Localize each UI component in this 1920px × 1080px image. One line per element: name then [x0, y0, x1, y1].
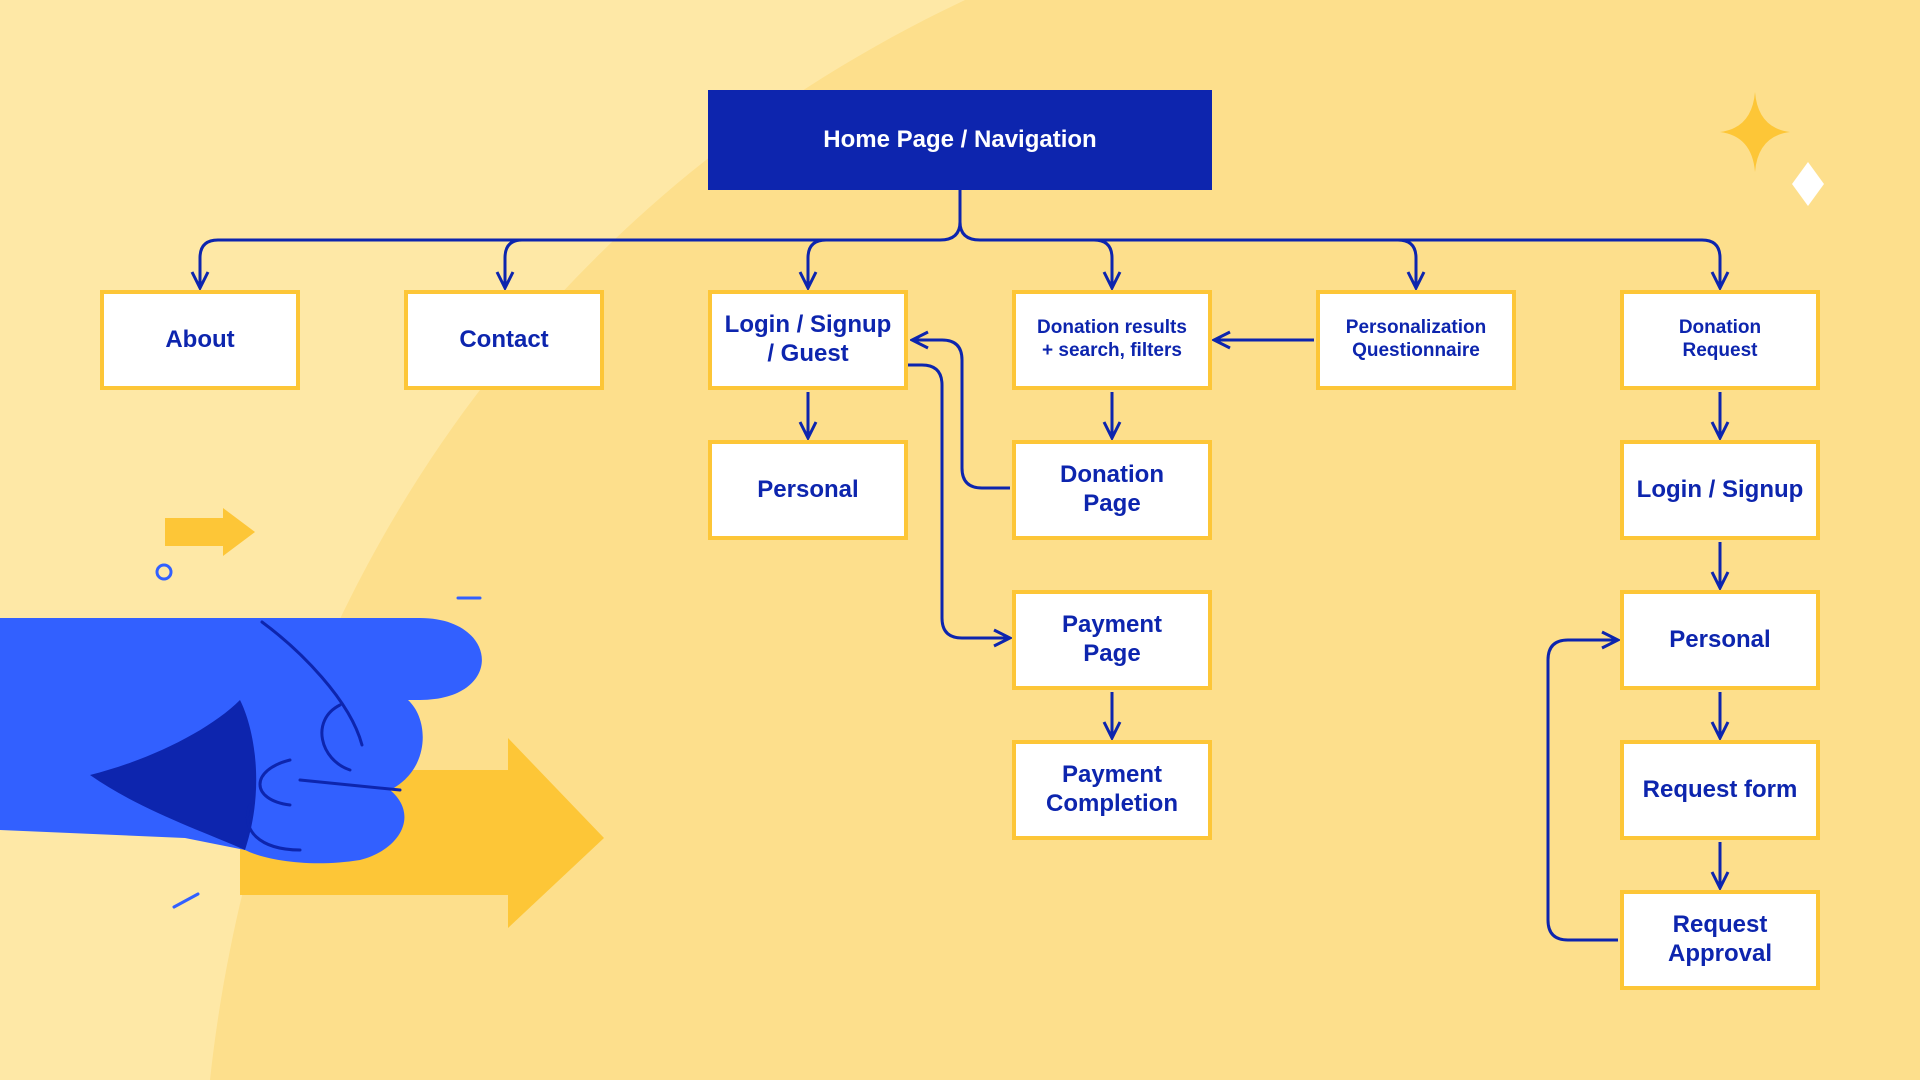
node-label: Login / Signup	[1636, 475, 1804, 503]
personal-request-node: Personal	[1620, 590, 1820, 690]
node-label: Donation results + search, filters	[1037, 317, 1187, 361]
personalization-questionnaire-node: Personalization Questionnaire	[1316, 290, 1516, 390]
node-label: Payment Page	[1061, 611, 1163, 667]
node-label: Request form	[1642, 775, 1798, 803]
donation-page-node: Donation Page	[1012, 440, 1212, 540]
node-label: Donation Page	[1060, 461, 1164, 517]
request-form-node: Request form	[1620, 740, 1820, 840]
personal-node: Personal	[708, 440, 908, 540]
node-label: About	[165, 325, 235, 353]
request-approval-node: Request Approval	[1620, 890, 1820, 990]
login-signup-node: Login / Signup	[1620, 440, 1820, 540]
node-label: Personal	[1669, 625, 1771, 653]
node-label: Request Approval	[1667, 911, 1772, 967]
contact-node: Contact	[404, 290, 604, 390]
arrow-right-icon	[165, 508, 255, 556]
sparkle-star-icon	[1720, 92, 1790, 172]
payment-page-node: Payment Page	[1012, 590, 1212, 690]
node-label: Personal	[757, 475, 859, 503]
login-signup-guest-node: Login / Signup / Guest	[708, 290, 908, 390]
node-label: Payment Completion	[1046, 761, 1178, 817]
node-label: Personalization Questionnaire	[1345, 317, 1487, 361]
home-page-navigation-node: Home Page / Navigation	[708, 90, 1212, 190]
node-label: Contact	[459, 325, 549, 353]
node-label: Home Page / Navigation	[823, 125, 1097, 153]
node-label: Donation Request	[1678, 317, 1762, 361]
donation-request-node: Donation Request	[1620, 290, 1820, 390]
donation-results-node: Donation results + search, filters	[1012, 290, 1212, 390]
diamond-icon	[1792, 162, 1824, 206]
node-label: Login / Signup / Guest	[724, 311, 892, 367]
about-node: About	[100, 290, 300, 390]
payment-completion-node: Payment Completion	[1012, 740, 1212, 840]
pointing-hand-icon	[0, 563, 604, 928]
